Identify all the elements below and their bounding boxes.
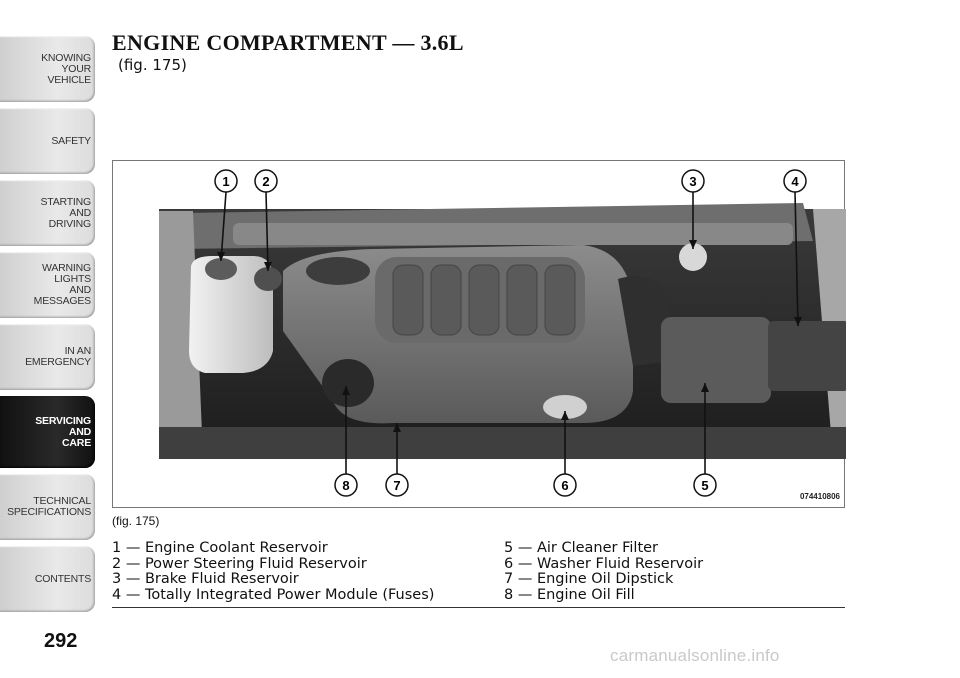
callout-number: 2	[262, 174, 269, 189]
callout-5: 5	[693, 473, 717, 497]
legend-item: 1 — Engine Coolant Reservoir	[112, 540, 328, 556]
tab-label: TECHNICAL SPECIFICATIONS	[7, 495, 91, 518]
legend-item: 3 — Brake Fluid Reservoir	[112, 571, 299, 587]
cover-logo-recess	[306, 257, 370, 285]
brake-fluid-reservoir	[679, 243, 707, 271]
figure-code: 074410806	[800, 492, 841, 501]
callout-number: 5	[701, 478, 708, 493]
callout-number: 4	[791, 174, 799, 189]
legend-item: 6 — Washer Fluid Reservoir	[504, 555, 704, 572]
page-title: ENGINE COMPARTMENT — 3.6L	[112, 30, 464, 55]
callout-6: 6	[553, 473, 577, 497]
tab-warning-lights[interactable]: WARNING LIGHTS AND MESSAGES	[0, 252, 95, 318]
callout-3: 3	[681, 169, 705, 193]
tab-label: CONTENTS	[34, 572, 91, 585]
leader-lines	[220, 191, 799, 474]
legend-left: 1 — Engine Coolant Reservoir 2 — Power S…	[112, 540, 435, 603]
callout-number: 6	[561, 478, 568, 493]
washer-fluid-cap	[543, 395, 587, 419]
engine-illustration: 1 2 3 4 5 6 7 8 074410806	[159, 169, 846, 501]
tab-knowing-your-vehicle[interactable]: KNOWING YOUR VEHICLE	[0, 36, 95, 102]
tab-label: WARNING LIGHTS AND MESSAGES	[33, 262, 92, 307]
tab-starting-and-driving[interactable]: STARTING AND DRIVING	[0, 180, 95, 246]
power-steering-cap	[254, 267, 282, 291]
section-divider	[112, 607, 845, 608]
intake-duct	[618, 276, 673, 366]
callout-number: 7	[393, 478, 400, 493]
air-cleaner-housing	[661, 317, 771, 403]
callout-2: 2	[254, 169, 278, 193]
legend-item: 8 — Engine Oil Fill	[504, 586, 635, 603]
callout-number: 3	[689, 174, 696, 189]
coolant-reservoir	[189, 256, 273, 373]
tab-contents[interactable]: CONTENTS	[0, 546, 95, 612]
legend-item: 4 — Totally Integrated Power Module (Fus…	[112, 586, 435, 603]
legend-item: 5 — Air Cleaner Filter	[504, 540, 659, 556]
tab-label: SAFETY	[51, 134, 91, 147]
power-module-box	[768, 321, 846, 391]
engine-compartment-figure: 1 2 3 4 5 6 7 8 074410806	[112, 160, 846, 508]
callout-number: 8	[342, 478, 349, 493]
coolant-cap	[205, 258, 237, 280]
tab-label: SERVICING AND CARE	[35, 414, 91, 449]
leader-arrows	[217, 240, 802, 432]
oil-fill-cap	[322, 359, 374, 407]
figure-caption: (fig. 175)	[112, 514, 160, 528]
tab-label: IN AN EMERGENCY	[25, 345, 91, 368]
figure-reference: (fig. 175)	[118, 56, 187, 74]
tab-safety[interactable]: SAFETY	[0, 108, 95, 174]
tab-label: STARTING AND DRIVING	[40, 195, 91, 230]
cowl-panel	[233, 223, 793, 245]
callout-4: 4	[783, 169, 807, 193]
callout-8: 8	[334, 473, 358, 497]
callout-1: 1	[214, 169, 238, 193]
watermark: carmanualsonline.info	[610, 646, 780, 665]
radiator-support	[159, 427, 846, 459]
callout-number: 1	[222, 174, 229, 189]
tab-technical-specifications[interactable]: TECHNICAL SPECIFICATIONS	[0, 474, 95, 540]
tab-servicing-and-care[interactable]: SERVICING AND CARE	[0, 396, 95, 468]
callout-7: 7	[385, 473, 409, 497]
tab-label: KNOWING YOUR VEHICLE	[41, 51, 91, 86]
legend-item: 2 — Power Steering Fluid Reservoir	[112, 555, 367, 572]
tab-in-an-emergency[interactable]: IN AN EMERGENCY	[0, 324, 95, 390]
legend-item: 7 — Engine Oil Dipstick	[504, 571, 674, 587]
legend-right: 5 — Air Cleaner Filter 6 — Washer Fluid …	[504, 540, 704, 603]
page-number: 292	[44, 630, 78, 652]
